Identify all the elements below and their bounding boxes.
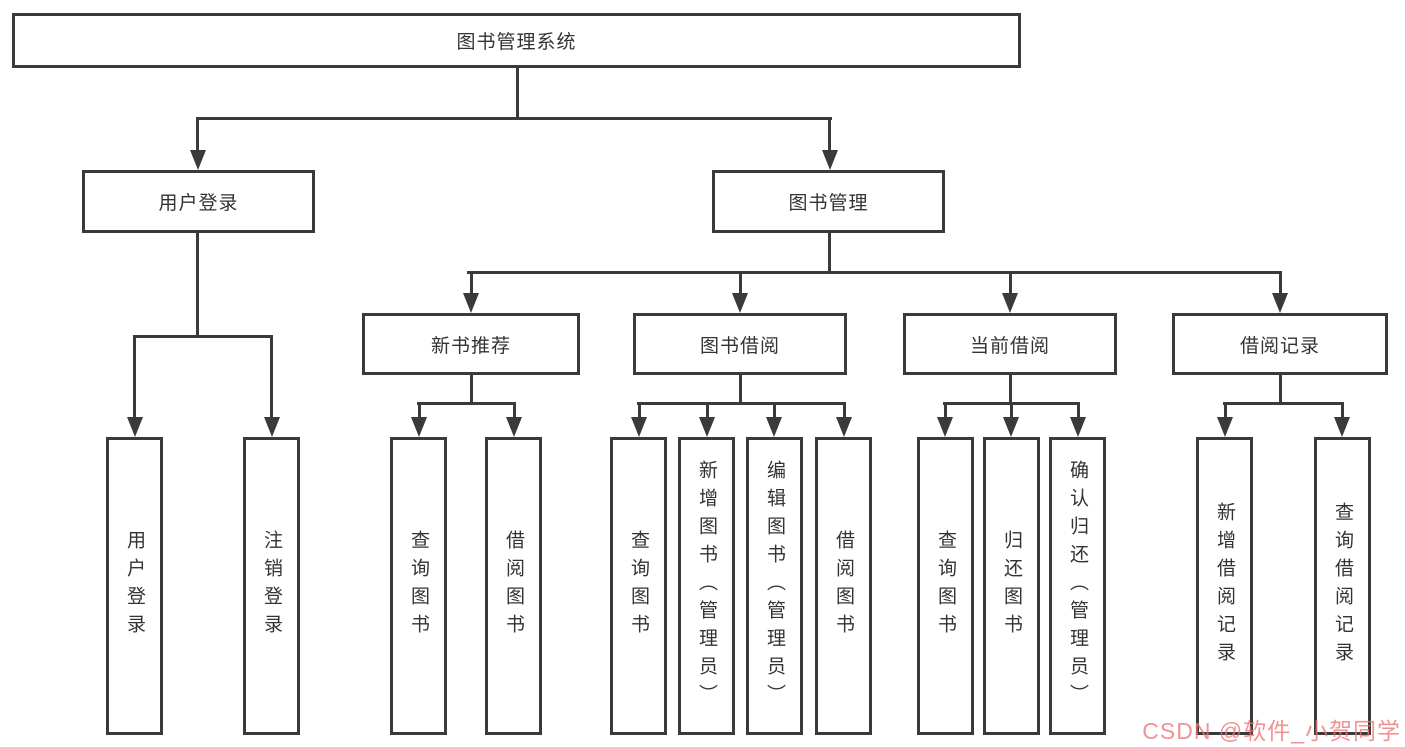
arrowhead <box>1272 293 1288 313</box>
arrowhead <box>836 417 852 437</box>
leaf-query-books-borrow-label: 查询图书 <box>628 530 649 642</box>
leaf-confirm-return-admin-label: 确认归还（管理员） <box>1067 460 1088 712</box>
arrowhead <box>463 293 479 313</box>
connector-g5-drop-1 <box>1224 402 1227 419</box>
node-new-book-recommend: 新书推荐 <box>362 313 580 375</box>
connector-g3-rail <box>637 402 846 405</box>
node-borrow-records-label: 借阅记录 <box>1239 335 1320 357</box>
arrowhead <box>766 417 782 437</box>
leaf-confirm-return-admin: 确认归还（管理员） <box>1049 437 1106 735</box>
connector-l3d-drop <box>1279 271 1282 295</box>
leaf-user-login-label: 用户登录 <box>124 530 145 642</box>
connector-g3-drop-3 <box>773 402 776 419</box>
connector-g5-rail <box>1223 402 1344 405</box>
leaf-add-borrow-record: 新增借阅记录 <box>1196 437 1253 735</box>
arrowhead <box>1217 417 1233 437</box>
connector-g2-stem <box>470 372 473 404</box>
node-current-borrow: 当前借阅 <box>903 313 1117 375</box>
arrowhead <box>732 293 748 313</box>
connector-l2a-drop <box>196 117 199 153</box>
connector-g4-stem <box>1009 372 1012 404</box>
arrowhead <box>264 417 280 437</box>
connector-g3-drop-2 <box>706 402 709 419</box>
node-user-login-label: 用户登录 <box>158 193 239 214</box>
arrowhead <box>699 417 715 437</box>
connector-g5-drop-2 <box>1341 402 1344 419</box>
watermark: CSDN @软件_小贺同学 <box>1142 718 1401 744</box>
leaf-return-book: 归还图书 <box>983 437 1040 735</box>
connector-g5-stem <box>1279 372 1282 404</box>
arrowhead <box>127 417 143 437</box>
leaf-query-borrow-record: 查询借阅记录 <box>1314 437 1371 735</box>
connector-login-stem <box>196 230 199 338</box>
leaf-borrow-books-recommend-label: 借阅图书 <box>503 530 524 642</box>
arrowhead <box>937 417 953 437</box>
connector-l2b-drop <box>828 117 831 153</box>
node-book-management-label: 图书管理 <box>788 193 869 214</box>
leaf-query-borrow-record-label: 查询借阅记录 <box>1332 502 1353 670</box>
arrowhead <box>822 150 838 170</box>
connector-root-stem <box>516 66 519 119</box>
arrowhead <box>1002 293 1018 313</box>
node-borrow-records: 借阅记录 <box>1172 313 1388 375</box>
node-book-management: 图书管理 <box>712 170 945 233</box>
leaf-user-login: 用户登录 <box>106 437 163 735</box>
node-book-borrow: 图书借阅 <box>633 313 847 375</box>
connector-login-rail <box>133 335 273 338</box>
node-book-borrow-label: 图书借阅 <box>699 335 780 357</box>
leaf-query-books-recommend-label: 查询图书 <box>408 530 429 642</box>
arrowhead <box>506 417 522 437</box>
connector-g3-drop-4 <box>843 402 846 419</box>
connector-g4-drop-2 <box>1010 402 1013 419</box>
connector-l3a-drop <box>470 271 473 295</box>
node-new-book-recommend-label: 新书推荐 <box>430 335 511 357</box>
connector-login-drop-1 <box>133 335 136 417</box>
node-root: 图书管理系统 <box>12 13 1021 68</box>
connector-g3-stem <box>739 372 742 404</box>
connector-g3-drop-1 <box>638 402 641 419</box>
leaf-edit-book-admin: 编辑图书（管理员） <box>746 437 803 735</box>
node-current-borrow-label: 当前借阅 <box>969 335 1050 357</box>
leaf-add-book-admin: 新增图书（管理员） <box>678 437 735 735</box>
leaf-add-book-admin-label: 新增图书（管理员） <box>696 460 717 712</box>
leaf-logout-label: 注销登录 <box>261 530 282 642</box>
arrowhead <box>631 417 647 437</box>
connector-login-drop-2 <box>270 335 273 417</box>
arrowhead <box>1334 417 1350 437</box>
leaf-return-book-label: 归还图书 <box>1001 530 1022 642</box>
connector-l3-rail <box>467 271 1282 274</box>
leaf-borrow-books-recommend: 借阅图书 <box>485 437 542 735</box>
connector-l3b-drop <box>739 271 742 295</box>
leaf-query-books-recommend: 查询图书 <box>390 437 447 735</box>
leaf-logout: 注销登录 <box>243 437 300 735</box>
node-root-label: 图书管理系统 <box>456 32 577 53</box>
leaf-borrow-books-label: 借阅图书 <box>833 530 854 642</box>
leaf-query-books-borrow: 查询图书 <box>610 437 667 735</box>
arrowhead <box>411 417 427 437</box>
leaf-query-books-current: 查询图书 <box>917 437 974 735</box>
connector-g2-drop-2 <box>513 402 516 419</box>
connector-g4-drop-1 <box>944 402 947 419</box>
connector-l3c-drop <box>1009 271 1012 295</box>
leaf-add-borrow-record-label: 新增借阅记录 <box>1214 502 1235 670</box>
connector-g2-drop-1 <box>418 402 421 419</box>
arrowhead <box>1003 417 1019 437</box>
arrowhead <box>1070 417 1086 437</box>
arrowhead <box>190 150 206 170</box>
connector-g2-rail <box>417 402 516 405</box>
connector-mgmt-stem <box>828 230 831 274</box>
connector-l2-rail <box>196 117 832 120</box>
connector-g4-drop-3 <box>1077 402 1080 419</box>
leaf-borrow-books: 借阅图书 <box>815 437 872 735</box>
node-user-login: 用户登录 <box>82 170 315 233</box>
leaf-edit-book-admin-label: 编辑图书（管理员） <box>764 460 785 712</box>
leaf-query-books-current-label: 查询图书 <box>935 530 956 642</box>
